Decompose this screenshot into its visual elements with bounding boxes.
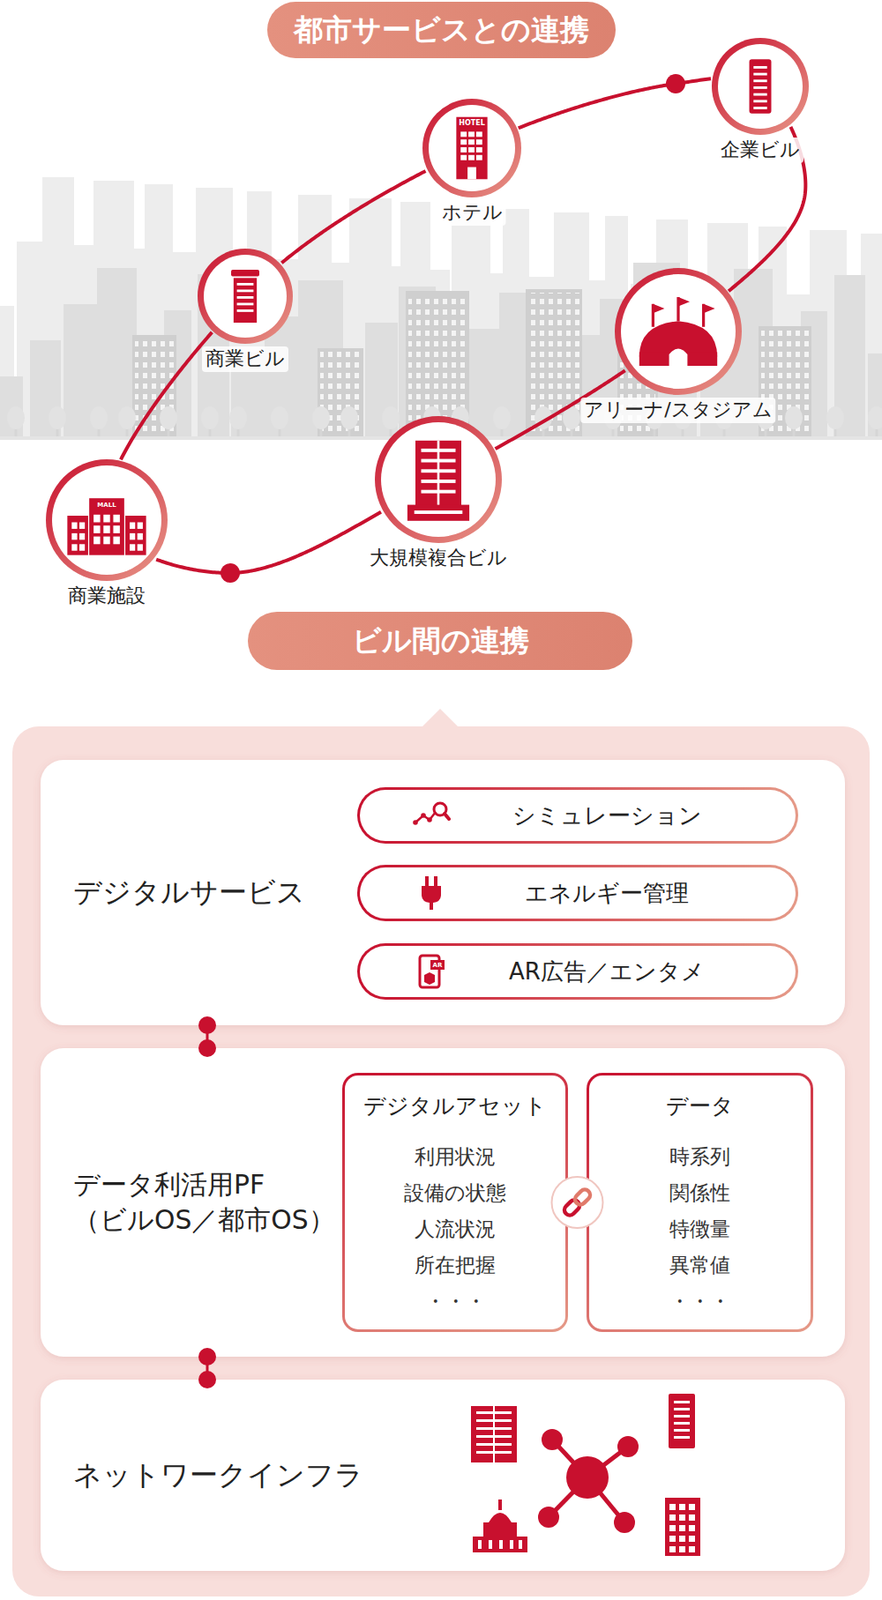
connector-dot bbox=[198, 1039, 217, 1058]
node-title: AR広告／エンタメ bbox=[508, 956, 705, 988]
node-item: 所在把握 bbox=[414, 1248, 496, 1285]
layer-box: シミュレーションエネルギー管理 AR広告／エンタメ デジタルサービス bbox=[40, 760, 845, 1026]
node-title: ホテル bbox=[438, 200, 507, 226]
layer-label-group: データ利活用PF（ビルOS／都市OS） bbox=[73, 1167, 336, 1239]
node-item: 関係性 bbox=[669, 1175, 731, 1212]
connector-dot bbox=[665, 74, 686, 94]
service-icon bbox=[411, 952, 451, 992]
node-title: エネルギー管理 bbox=[524, 878, 689, 910]
section-heading-pill: 都市サービスとの連携 bbox=[267, 1, 616, 59]
facility-icon bbox=[381, 422, 496, 538]
ring-connector bbox=[156, 512, 382, 574]
node-item: （ビルOS／都市OS） bbox=[73, 1203, 336, 1239]
node-item: 特徴量 bbox=[669, 1211, 731, 1249]
connector-dot bbox=[198, 1348, 217, 1367]
facility-circle: ホテル bbox=[422, 98, 522, 198]
facility-icon bbox=[620, 274, 736, 389]
facility-circle: アリーナ/スタジアム bbox=[614, 268, 742, 396]
node-title: 商業ビル bbox=[201, 346, 289, 373]
node-title: データ bbox=[665, 1091, 734, 1123]
node-title: 都市サービスとの連携 bbox=[293, 10, 590, 51]
connector-dot bbox=[198, 1371, 217, 1390]
facility-circle: 企業ビル bbox=[711, 37, 809, 135]
service-pill: シミュレーション bbox=[357, 787, 799, 845]
service-icon bbox=[411, 874, 451, 913]
connector-dot bbox=[220, 563, 240, 584]
facility-circle: 商業ビル bbox=[197, 248, 293, 344]
connector-dot bbox=[198, 1016, 217, 1035]
node-title: デジタルアセット bbox=[363, 1091, 547, 1123]
node-title: アリーナ/スタジアム bbox=[580, 397, 776, 424]
link-icon bbox=[552, 1177, 604, 1229]
ring-connector bbox=[281, 171, 426, 263]
layer-box: デジタルアセット利用状況設備の状態人流状況所在把握・・・データ時系列関係性特徴量… bbox=[40, 1048, 845, 1358]
layer-connector bbox=[568, 1202, 587, 1205]
node-item: 異常値 bbox=[669, 1248, 731, 1285]
facility-icon bbox=[52, 465, 162, 576]
node-item: ・・・ bbox=[669, 1284, 731, 1321]
layer-label-group: デジタルサービス bbox=[73, 874, 306, 912]
node-item: 人流状況 bbox=[414, 1211, 496, 1249]
layer-box: ネットワークインフラ bbox=[40, 1380, 845, 1572]
node-title: 大規模複合ビル bbox=[366, 545, 511, 572]
node-item: 利用状況 bbox=[414, 1139, 496, 1176]
facility-icon bbox=[717, 44, 803, 129]
node-title: 商業施設 bbox=[64, 583, 150, 610]
layer-background bbox=[40, 1380, 845, 1572]
node-item: 設備の状態 bbox=[403, 1175, 507, 1212]
city-skyline bbox=[0, 177, 882, 441]
layer-background bbox=[40, 1048, 845, 1358]
node-title: 企業ビル bbox=[717, 137, 804, 164]
facility-circle: 商業施設 bbox=[45, 459, 168, 582]
node-item: ・・・ bbox=[425, 1284, 486, 1321]
service-pill: AR広告／エンタメ bbox=[357, 943, 799, 1001]
data-card: デジタルアセット利用状況設備の状態人流状況所在把握・・・ bbox=[342, 1073, 569, 1333]
data-card: データ時系列関係性特徴量異常値・・・ bbox=[586, 1073, 814, 1333]
facility-icon bbox=[428, 104, 516, 192]
node-title: データ利活用PF bbox=[73, 1167, 336, 1204]
facility-icon bbox=[203, 254, 287, 338]
service-pill: エネルギー管理 bbox=[357, 865, 799, 922]
layer-label-group: ネットワークインフラ bbox=[73, 1457, 364, 1495]
ring-connector bbox=[120, 332, 212, 460]
node-title: デジタルサービス bbox=[73, 874, 306, 912]
node-title: ビル間の連携 bbox=[351, 621, 530, 662]
network-illustration bbox=[463, 1394, 711, 1558]
section-heading-pill: ビル間の連携 bbox=[247, 612, 633, 671]
platform-panel bbox=[12, 709, 870, 1598]
layer-backgrounds bbox=[40, 760, 845, 1572]
node-title: ネットワークインフラ bbox=[73, 1457, 364, 1495]
node-title: シミュレーション bbox=[512, 800, 703, 832]
facility-circle: 大規模複合ビル bbox=[374, 416, 502, 544]
node-item: 時系列 bbox=[669, 1139, 731, 1176]
service-icon bbox=[411, 796, 451, 836]
layer-background bbox=[40, 760, 845, 1026]
